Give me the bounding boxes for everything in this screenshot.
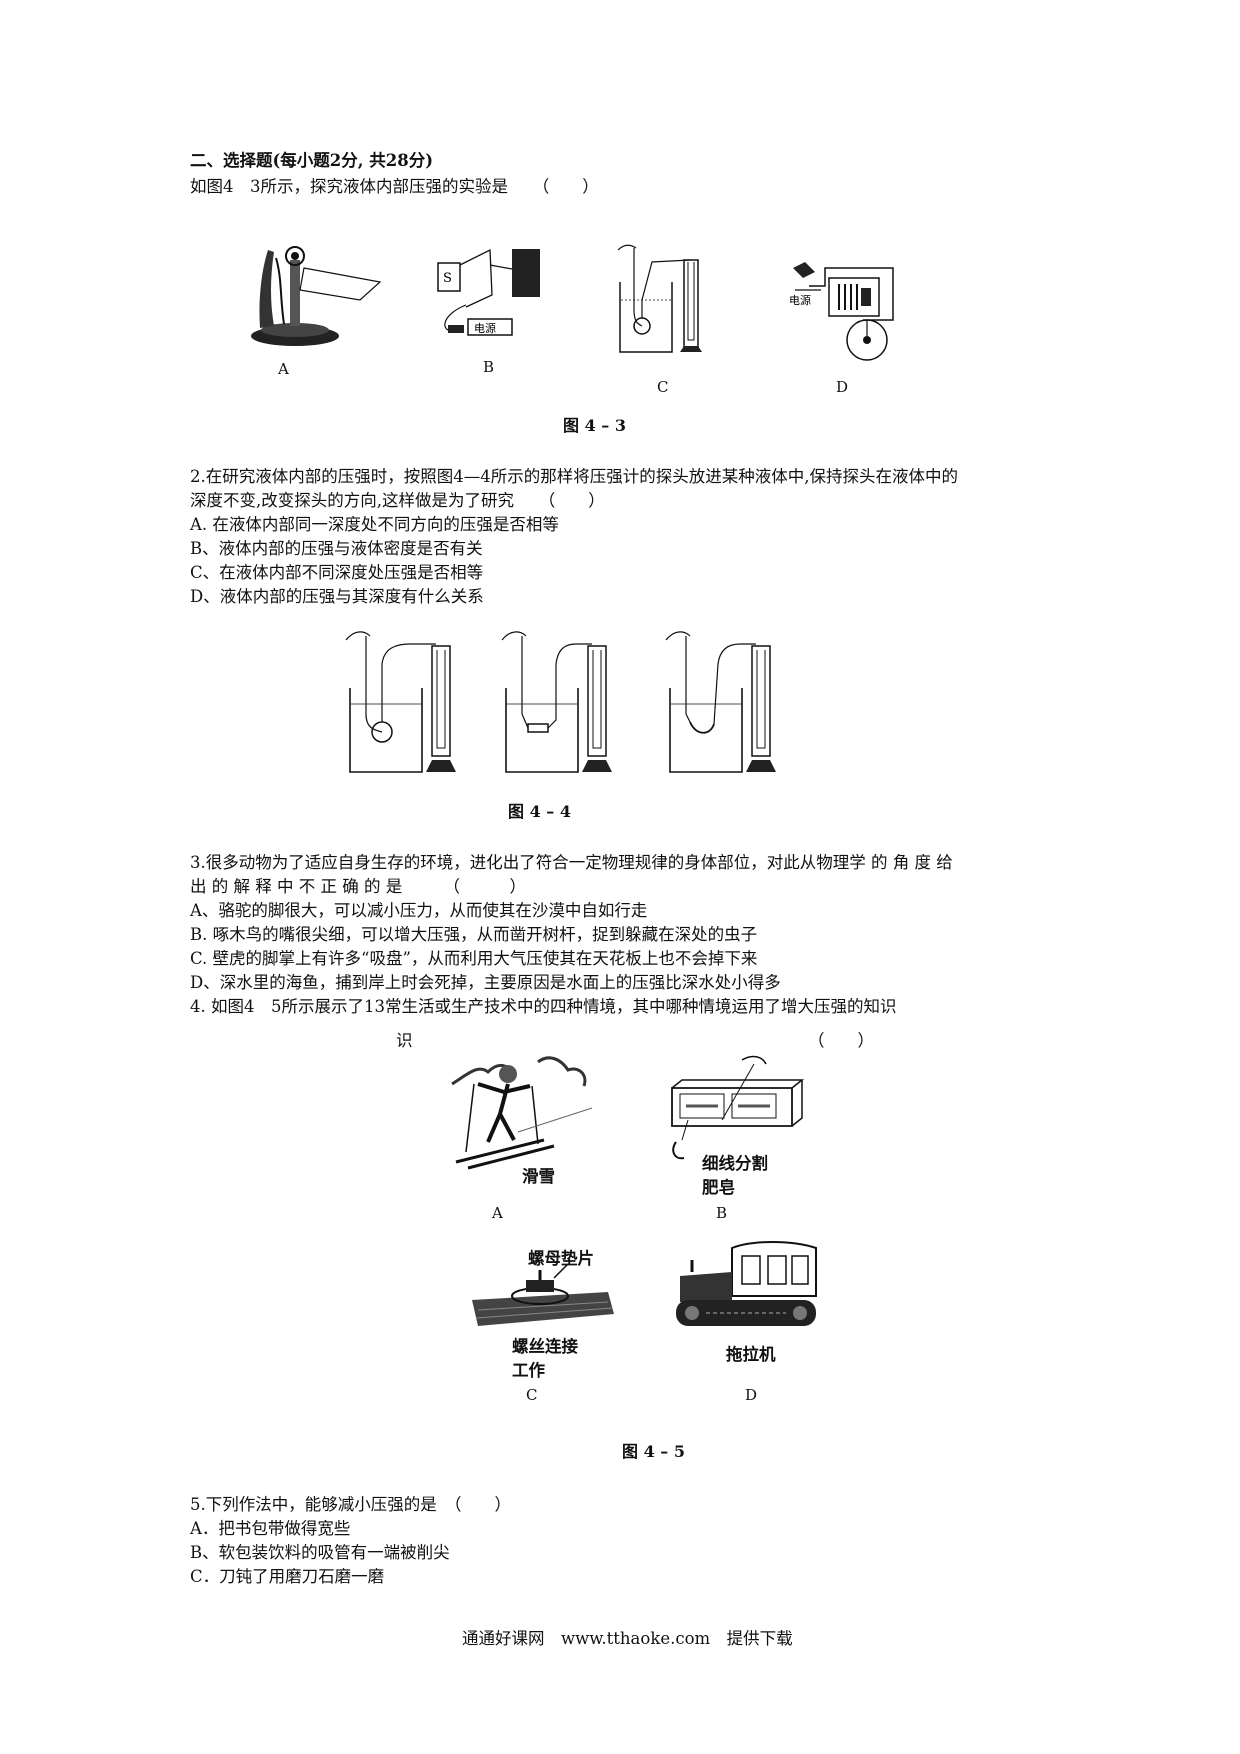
fig-4-3-label-b: B xyxy=(483,358,495,376)
q2-line1: 2.在研究液体内部的压强时，按照图4—4所示的那样将压强计的探头放进某种液体中,… xyxy=(190,467,958,486)
fig-4-5-a-letter: A xyxy=(492,1204,503,1222)
fig-4-3-c xyxy=(612,240,702,360)
fig-4-5-d-title: 拖拉机 xyxy=(726,1345,776,1364)
q3-option-b: B. 啄木鸟的嘴很尖细，可以增大压强，从而凿开树杆，捉到躲藏在深处的虫子 xyxy=(190,925,758,944)
q5-option-a: A．把书包带做得宽些 xyxy=(190,1519,351,1538)
fig-4-5-c-tag: 螺母垫片 xyxy=(528,1249,594,1268)
fig-4-5-c-title: 螺丝连接 xyxy=(512,1337,578,1356)
fig-4-5-a-skier xyxy=(448,1044,598,1172)
fig-4-5-c-title2: 工作 xyxy=(512,1361,545,1380)
fig-4-3-label-d: D xyxy=(836,378,849,396)
fig-4-5-d-tractor xyxy=(676,1238,822,1326)
fig-4-3-label-c: C xyxy=(657,378,669,396)
q4-wrap: 识 xyxy=(396,1031,413,1050)
section-title: 二、选择题(每小题2分, 共28分) xyxy=(190,151,434,170)
q5-line1: 5.下列作法中，能够减小压强的是 （ ） xyxy=(190,1495,511,1514)
q5-option-b: B、软包装饮料的吸管有一端被削尖 xyxy=(190,1543,450,1562)
fig-4-4-manometer-3 xyxy=(660,624,776,774)
q2-option-b: B、液体内部的压强与液体密度是否有关 xyxy=(190,539,483,558)
q2-line2: 深度不变,改变探头的方向,这样做是为了研究 （ ） xyxy=(190,491,605,510)
fig-4-3-label-a: A xyxy=(278,360,289,378)
q2-option-c: C、在液体内部不同深度处压强是否相等 xyxy=(190,563,484,582)
fig-4-3-b: S 电源 xyxy=(430,245,540,345)
fig-4-5-b-soap xyxy=(662,1050,812,1160)
q5-option-c: C．刀钝了用磨刀石磨一磨 xyxy=(190,1567,385,1586)
fig-4-3-d-battery-label: 电源 xyxy=(789,293,811,307)
q3-option-c: C. 壁虎的脚掌上有许多“吸盘”，从而利用大气压使其在天花板上也不会掉下来 xyxy=(190,949,758,968)
fig-4-3-b-battery-label: 电源 xyxy=(474,321,496,335)
q3-option-a: A、骆驼的脚很大，可以减小压力，从而使其在沙漠中自如行走 xyxy=(190,901,648,920)
fig-4-5-b-letter: B xyxy=(716,1204,728,1222)
fig-4-5-c-letter: C xyxy=(526,1386,538,1404)
q4-line1: 4. 如图4 5所示展示了13常生活或生产技术中的四种情境，其中哪种情境运用了增… xyxy=(190,997,897,1016)
fig-4-5-caption: 图 4 – 5 xyxy=(622,1442,685,1461)
fig-4-4-manometer-2 xyxy=(496,624,612,774)
fig-4-3-caption: 图 4 – 3 xyxy=(563,416,626,435)
q2-option-d: D、液体内部的压强与其深度有什么关系 xyxy=(190,587,484,606)
fig-4-3-d: 电源 xyxy=(789,262,910,363)
fig-4-5-c-bolt xyxy=(472,1270,614,1326)
fig-4-5-b-title: 细线分割 xyxy=(702,1154,768,1173)
q3-line1: 3.很多动物为了适应自身生存的环境，进化出了符合一定物理规律的身体部位，对此从物… xyxy=(190,853,953,872)
fig-4-5-d-letter: D xyxy=(745,1386,758,1404)
fig-4-5-a-title: 滑雪 xyxy=(522,1167,555,1186)
fig-4-4-manometer-1 xyxy=(340,624,456,774)
fig-4-4-caption: 图 4 – 4 xyxy=(508,802,571,821)
q3-option-d: D、深水里的海鱼，捕到岸上时会死掉，主要原因是水面上的压强比深水处小得多 xyxy=(190,973,781,992)
q1-text: 如图4 3所示，探究液体内部压强的实验是 （ ） xyxy=(190,177,599,196)
fig-4-5-b-title2: 肥皂 xyxy=(702,1178,735,1197)
fig-4-3-b-s-label: S xyxy=(443,271,452,286)
q3-line2: 出 的 解 释 中 不 正 确 的 是 （ ） xyxy=(190,877,526,896)
fig-4-3-a xyxy=(251,238,390,346)
q2-option-a: A. 在液体内部同一深度处不同方向的压强是否相等 xyxy=(190,515,559,534)
q4-answer-paren: （ ） xyxy=(808,1031,874,1050)
page-footer: 通通好课网 www.tthaoke.com 提供下载 xyxy=(462,1629,793,1648)
